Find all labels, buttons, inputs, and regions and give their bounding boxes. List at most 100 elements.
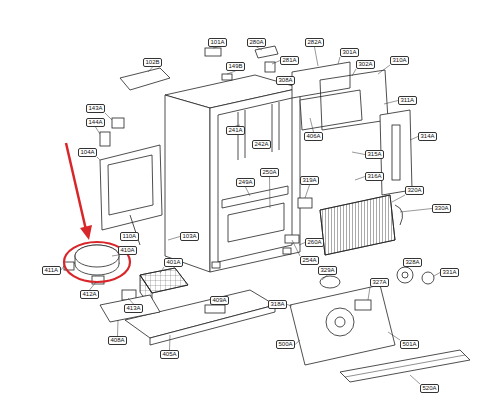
callout-number: 412A: [80, 290, 99, 299]
callout-text: 260A: [308, 239, 322, 245]
leader-line: [322, 275, 328, 280]
callout-text: 327A: [373, 279, 387, 285]
callout-text: 101A: [211, 39, 225, 45]
callout-number: 149B: [226, 62, 245, 71]
callout-number: 241A: [226, 126, 245, 135]
callout-text: 110A: [123, 233, 137, 239]
callout-text: 329A: [321, 267, 335, 273]
callout-number: 311A: [398, 96, 417, 105]
callout-number: 250A: [260, 168, 279, 177]
callout-number: 314A: [418, 132, 437, 141]
callout-number: 329A: [318, 266, 337, 275]
callout-text: 249A: [239, 179, 253, 185]
callout-number: 102B: [143, 58, 162, 67]
leader-line: [355, 177, 365, 181]
leader-line: [400, 209, 432, 213]
leader-line: [168, 237, 180, 241]
callout-number: 101A: [208, 38, 227, 47]
callout-text: 102B: [146, 59, 160, 65]
callout-text: 316A: [368, 173, 382, 179]
leader-line: [292, 240, 300, 256]
leader-line: [410, 137, 418, 141]
leader-line: [97, 157, 100, 160]
callout-text: 311A: [401, 97, 415, 103]
leader-line: [368, 287, 370, 300]
callout-number: 302A: [356, 60, 375, 69]
callout-number: 327A: [370, 278, 389, 287]
leader-line: [213, 47, 218, 48]
callout-number: 144A: [86, 118, 105, 127]
leader-line: [410, 375, 420, 384]
callout-text: 412A: [83, 291, 97, 297]
callout-text: 308A: [279, 77, 293, 83]
callout-text: 281A: [283, 57, 297, 63]
callout-text: 310A: [393, 57, 407, 63]
leader-line: [105, 113, 112, 120]
callout-text: 144A: [89, 119, 103, 125]
leader-line: [112, 255, 118, 256]
leader-line: [392, 195, 405, 202]
callout-text: 280A: [250, 39, 264, 45]
callout-number: 282A: [305, 38, 324, 47]
callout-text: 411A: [45, 267, 59, 273]
leader-line: [295, 340, 300, 345]
callout-number: 331A: [440, 268, 459, 277]
callout-number: 308A: [276, 76, 295, 85]
callout-number: 520A: [420, 384, 439, 393]
leader-line: [227, 71, 236, 74]
callout-text: 318A: [271, 301, 285, 307]
callout-text: 520A: [423, 385, 437, 391]
callout-text: 405A: [163, 351, 177, 357]
callout-text: 408A: [111, 337, 125, 343]
callout-text: 282A: [308, 39, 322, 45]
leader-line: [160, 267, 164, 273]
leader-line: [169, 335, 170, 350]
callout-number: 260A: [305, 238, 324, 247]
callout-number: 406A: [304, 132, 323, 141]
callout-number: 104A: [78, 148, 97, 157]
leader-line: [338, 57, 340, 64]
callout-number: 143A: [86, 104, 105, 113]
callout-number: 110A: [120, 232, 139, 241]
leader-line: [378, 65, 390, 74]
callout-number: 501A: [400, 340, 419, 349]
callout-number: 330A: [432, 204, 451, 213]
leader-line: [310, 118, 314, 132]
callout-text: 500A: [279, 341, 293, 347]
callout-number: 103A: [180, 232, 199, 241]
callout-number: 409A: [210, 296, 229, 305]
callout-number: 301A: [340, 48, 359, 57]
callout-number: 310A: [390, 56, 409, 65]
callout-text: 242A: [255, 141, 269, 147]
callout-text: 501A: [403, 341, 417, 347]
callout-number: 318A: [268, 300, 287, 309]
callout-text: 103A: [183, 233, 197, 239]
leader-line: [287, 305, 292, 307]
callout-text: 401A: [167, 259, 181, 265]
leader-line: [352, 152, 365, 155]
callout-text: 328A: [406, 259, 420, 265]
leader-line: [117, 320, 118, 336]
callout-text: 314A: [421, 133, 435, 139]
callout-number: 242A: [252, 140, 271, 149]
callout-text: 320A: [408, 187, 422, 193]
callout-text: 301A: [343, 49, 357, 55]
leader-line: [90, 282, 96, 290]
callout-number: 410A: [118, 246, 137, 255]
callout-text: 104A: [81, 149, 95, 155]
leader-line: [96, 127, 100, 134]
callout-text: 302A: [359, 61, 373, 67]
callout-text: 254A: [303, 257, 317, 263]
callout-text: 241A: [229, 127, 243, 133]
callout-text: 330A: [435, 205, 449, 211]
callout-number: 319A: [300, 176, 319, 185]
callout-number: 411A: [42, 266, 61, 275]
leader-line: [148, 67, 153, 72]
callout-number: 328A: [403, 258, 422, 267]
leader-line: [257, 47, 262, 50]
callout-number: 280A: [247, 38, 266, 47]
callout-number: 500A: [276, 340, 295, 349]
callout-number: 320A: [405, 186, 424, 195]
leader-line: [352, 69, 356, 76]
